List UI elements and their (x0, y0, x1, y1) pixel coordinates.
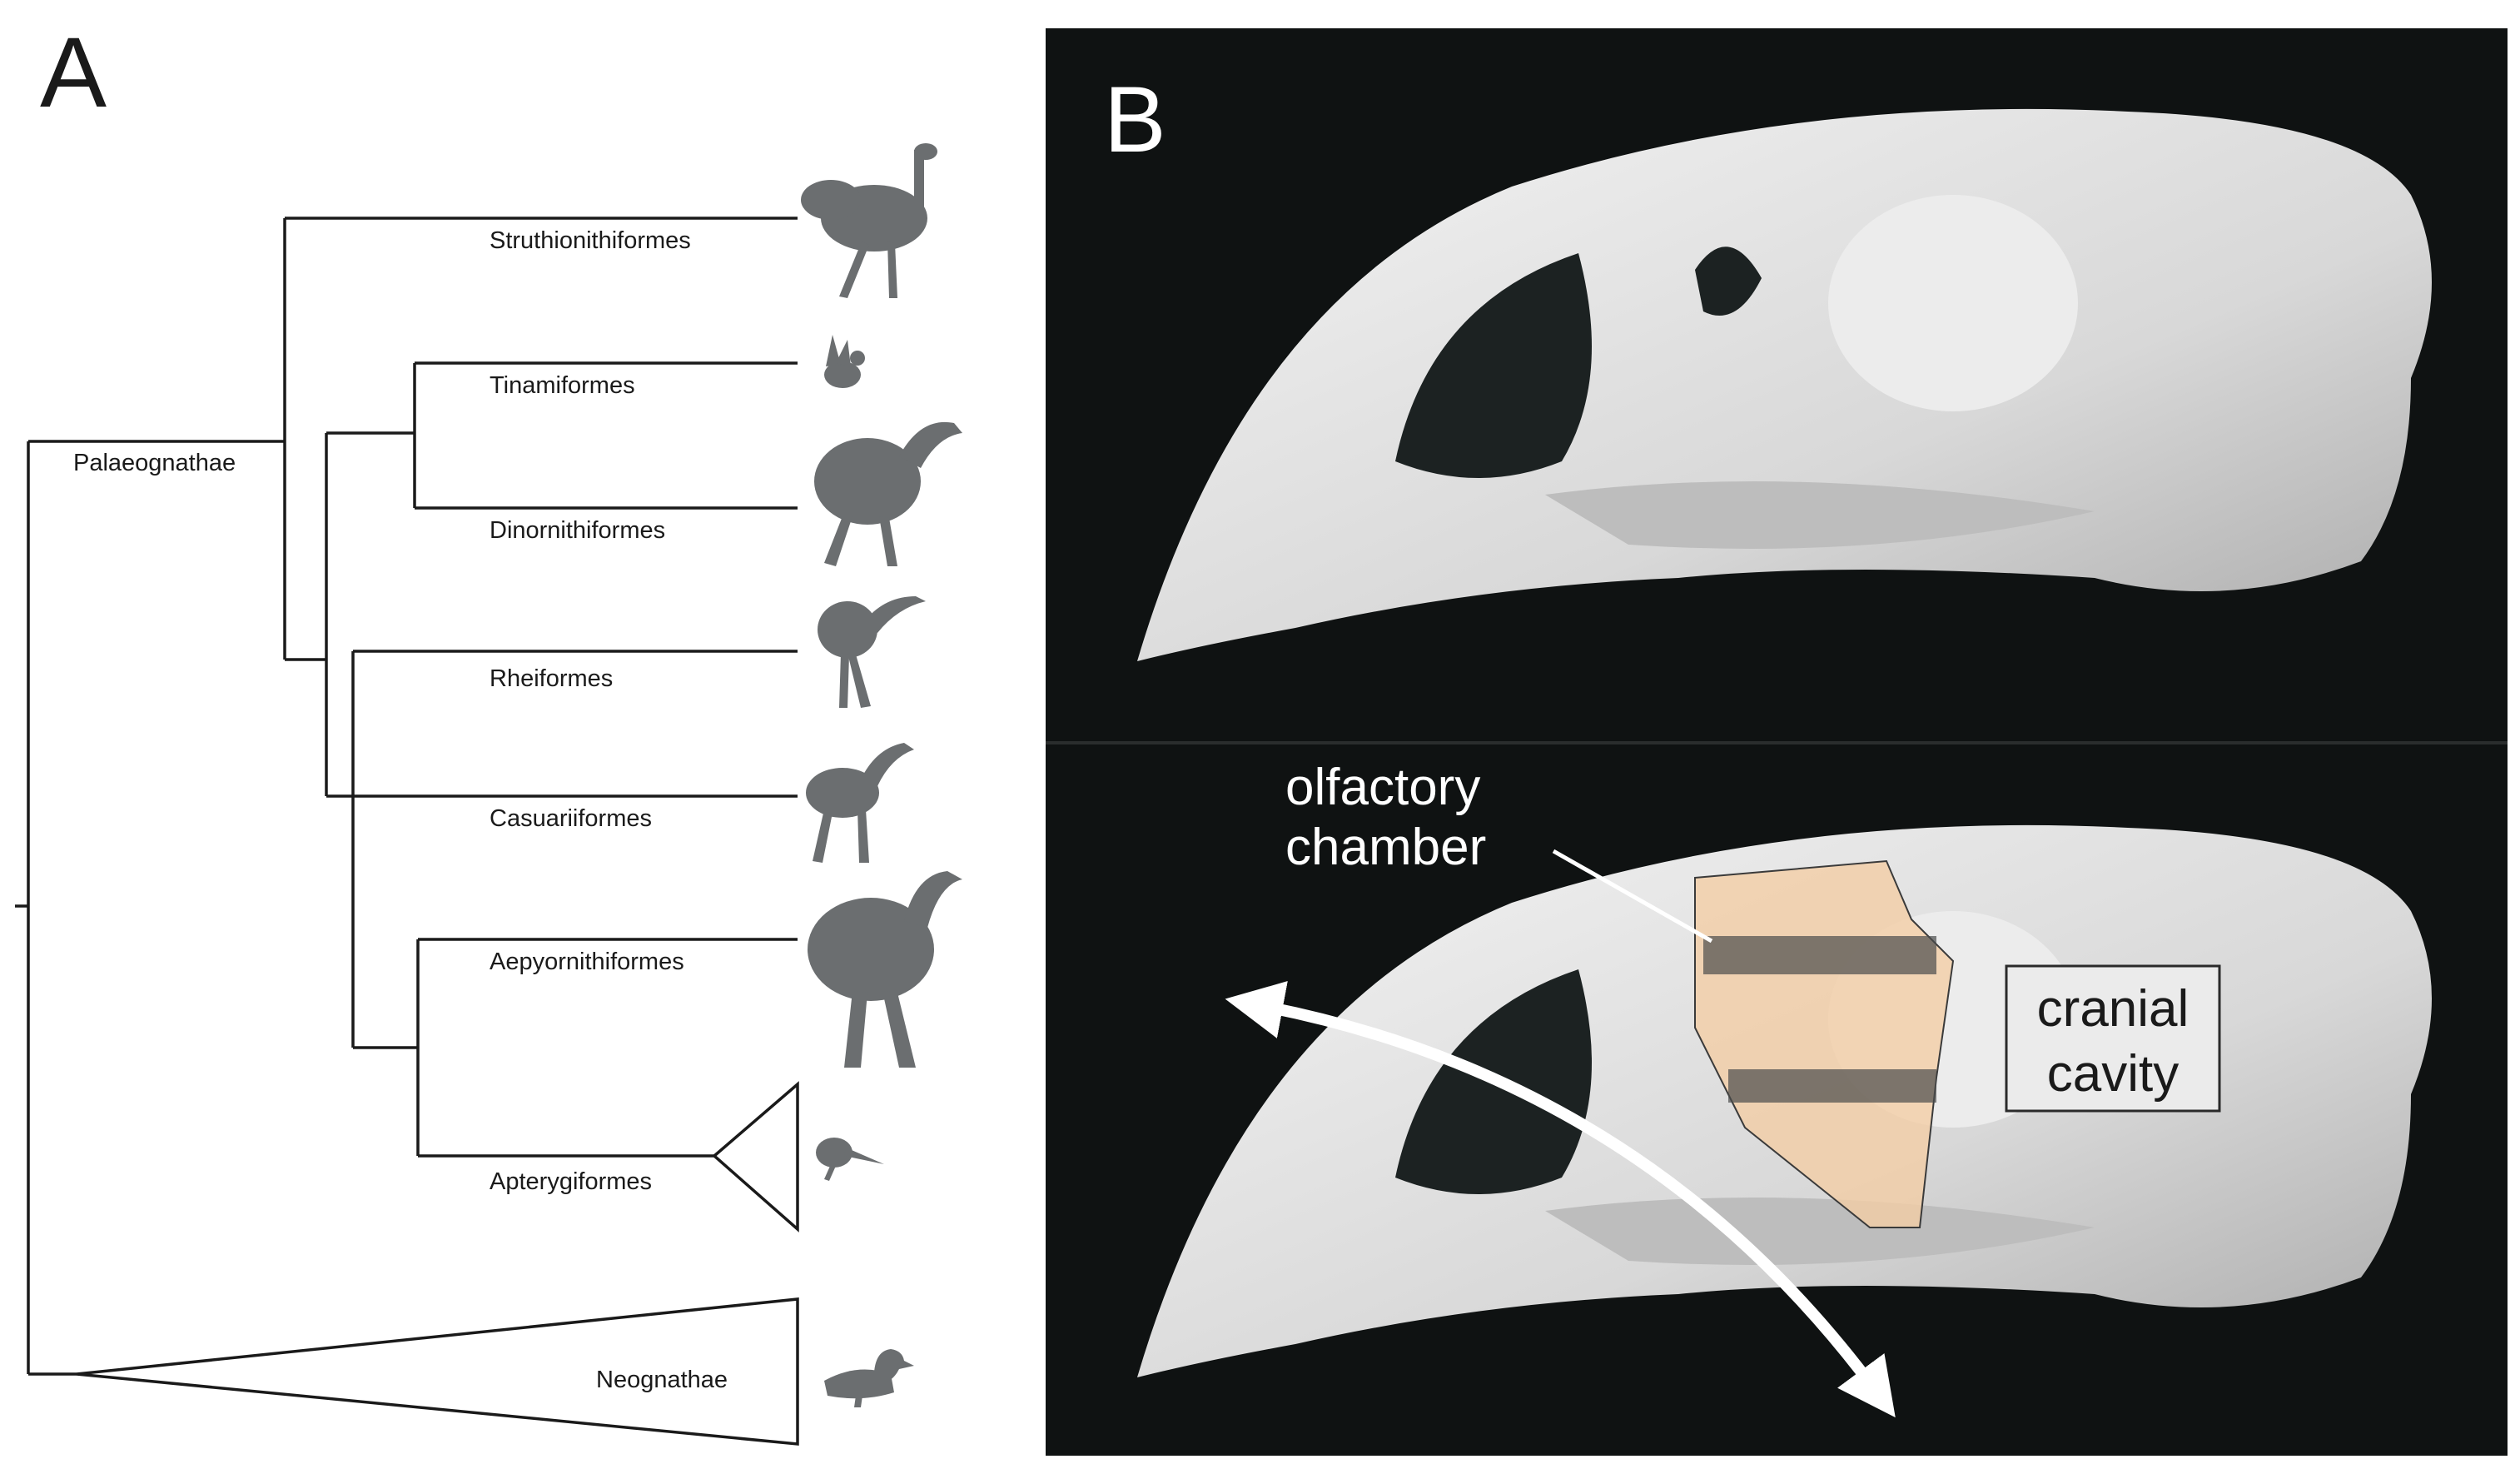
cranial-label-line2: cavity (2047, 1045, 2179, 1103)
olfactory-leader-line (1552, 849, 1713, 944)
cassowary-silhouette (806, 743, 914, 863)
elephant-bird-silhouette (808, 871, 962, 1068)
kiwi-silhouette (816, 1138, 884, 1181)
taxon-label-rheiformes: Rheiformes (490, 665, 613, 692)
rhea-silhouette (818, 596, 926, 708)
taxon-label-tinamiformes: Tinamiformes (490, 372, 635, 399)
double-headed-arrow (1225, 981, 1896, 1418)
phylogeny-panel: A Palaeognathae (15, 17, 962, 1446)
taxon-label-struthionithiformes: Struthionithiformes (490, 227, 691, 254)
panel-a-letter: A (40, 17, 107, 128)
skull-render-top (1137, 108, 2432, 661)
panel-b-letter: B (1104, 67, 1166, 172)
tree-branches (15, 217, 798, 1376)
taxon-label-dinornithiformes: Dinornithiformes (490, 517, 665, 544)
taxon-label-apterygiformes: Apterygiformes (490, 1168, 652, 1195)
olfactory-label-line1: olfactory (1285, 759, 1480, 816)
cranial-label-line1: cranial (2037, 980, 2189, 1038)
taxon-label-neognathae: Neognathae (596, 1367, 728, 1393)
clade-label-palaeognathae: Palaeognathae (73, 450, 236, 476)
ostrich-silhouette (801, 143, 937, 298)
apterygiformes-clade-triangle (712, 1081, 799, 1232)
duck-silhouette (824, 1349, 914, 1407)
tinamou-silhouette (824, 335, 865, 388)
taxon-label-casuariiformes: Casuariiformes (490, 805, 652, 832)
taxon-label-aepyornithiformes: Aepyornithiformes (490, 949, 684, 975)
olfactory-label-line2: chamber (1285, 819, 1486, 876)
moa-silhouette (814, 421, 962, 566)
skull-panel: B olfactory chamber cranial cavity (1046, 28, 2508, 1456)
cranial-label-box (2005, 964, 2221, 1113)
neognathae-clade-triangle (76, 1297, 799, 1446)
